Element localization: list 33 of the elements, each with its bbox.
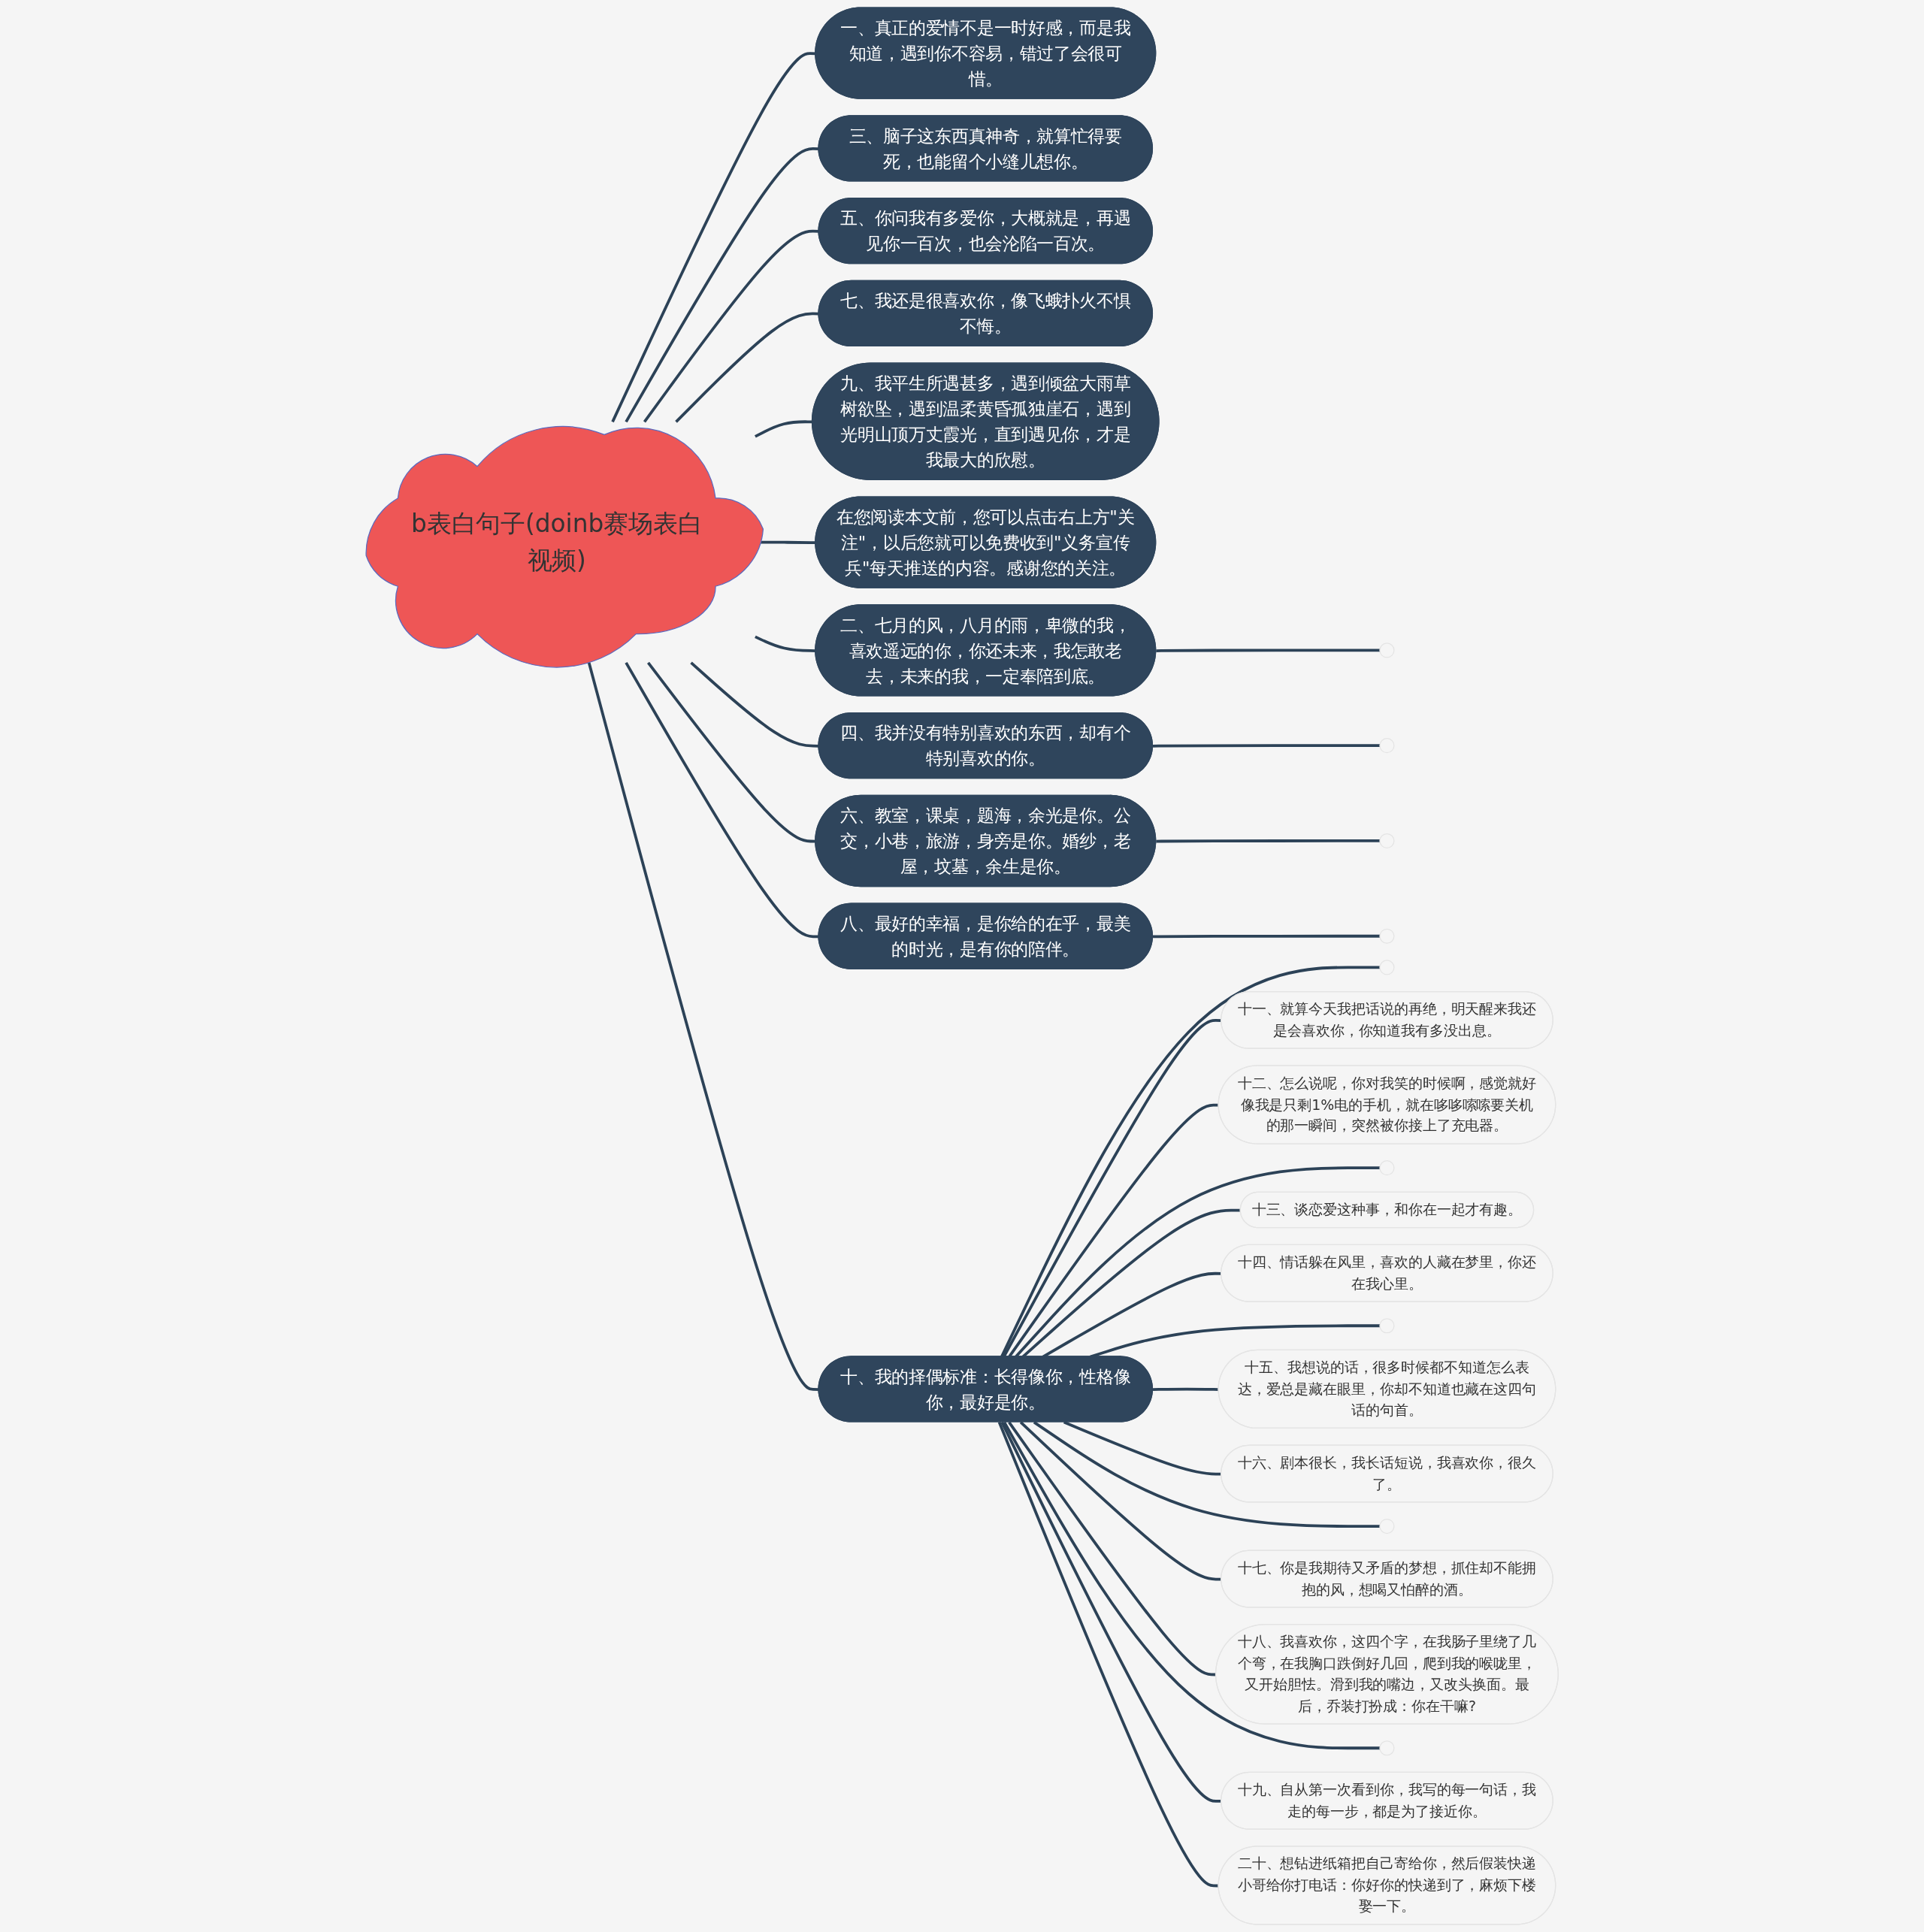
node-circle — [1379, 642, 1395, 658]
node-text: 十四、情话躲在风里，喜欢的人藏在梦里，你还在我心里。 — [1237, 1253, 1536, 1293]
node-text: 十二、怎么说呢，你对我笑的时候啊，感觉就好像我是只剩1%电的手机，就在哆哆嗦嗦要关机的那一瞬间，突然被你接上了充电器。 — [1237, 1074, 1536, 1135]
node-circle — [1379, 738, 1395, 754]
node-circle — [1379, 960, 1395, 975]
connector — [587, 662, 819, 1391]
node-text: 十七、你是我期待又矛盾的梦想，抓住却不能拥抱的风，想喝又怕醉的酒。 — [1237, 1559, 1536, 1598]
node-circle — [1379, 1160, 1395, 1176]
node-circle — [1379, 1518, 1395, 1534]
node-circle — [1379, 833, 1395, 849]
node-text: 十五、我想说的话，很多时候都不知道怎么表达，爱总是藏在眼里，你却不知道也藏在这四句话的句首。 — [1237, 1359, 1536, 1419]
node-text: 十六、剧本很长，我长话短说，我喜欢你，很久了。 — [1237, 1454, 1536, 1493]
connector — [997, 1421, 1219, 1888]
node-text: 十一、就算今天我把话说的再绝，明天醒来我还是会喜欢你，你知道我有多没出息。 — [1237, 1000, 1536, 1039]
node-text: 十九、自从第一次看到你，我写的每一句话，我走的每一步，都是为了接近你。 — [1237, 1781, 1536, 1820]
connector — [690, 661, 819, 748]
connector — [1152, 744, 1380, 748]
connector — [1033, 1421, 1380, 1528]
node-circle — [1379, 928, 1395, 944]
node-circle — [1379, 1318, 1395, 1334]
node-text: 十三、谈恋爱这种事，和你在一起才有趣。 — [1251, 1201, 1522, 1219]
connector — [1156, 649, 1380, 652]
connector — [675, 312, 819, 423]
connector — [1152, 1387, 1219, 1391]
connector — [625, 661, 819, 939]
node-text: 二十、想钻进纸箱把自己寄给你，然后假装快递小哥给你打电话：你好你的快递到了，麻烦下楼娶一下。 — [1237, 1855, 1536, 1915]
node-circle — [1379, 1740, 1395, 1756]
connector — [643, 229, 819, 423]
connector — [1152, 934, 1380, 939]
connector — [625, 147, 819, 423]
connector — [1156, 839, 1380, 843]
connector — [1003, 1421, 1380, 1750]
node-text: 十八、我喜欢你，这四个字，在我肠子里绕了几个弯，在我胸口跌倒好几回，爬到我的喉咙里，又开始胆怯。滑到我的嘴边，又改头换面。最后，乔装打扮成：你在干嘛? — [1237, 1633, 1536, 1715]
